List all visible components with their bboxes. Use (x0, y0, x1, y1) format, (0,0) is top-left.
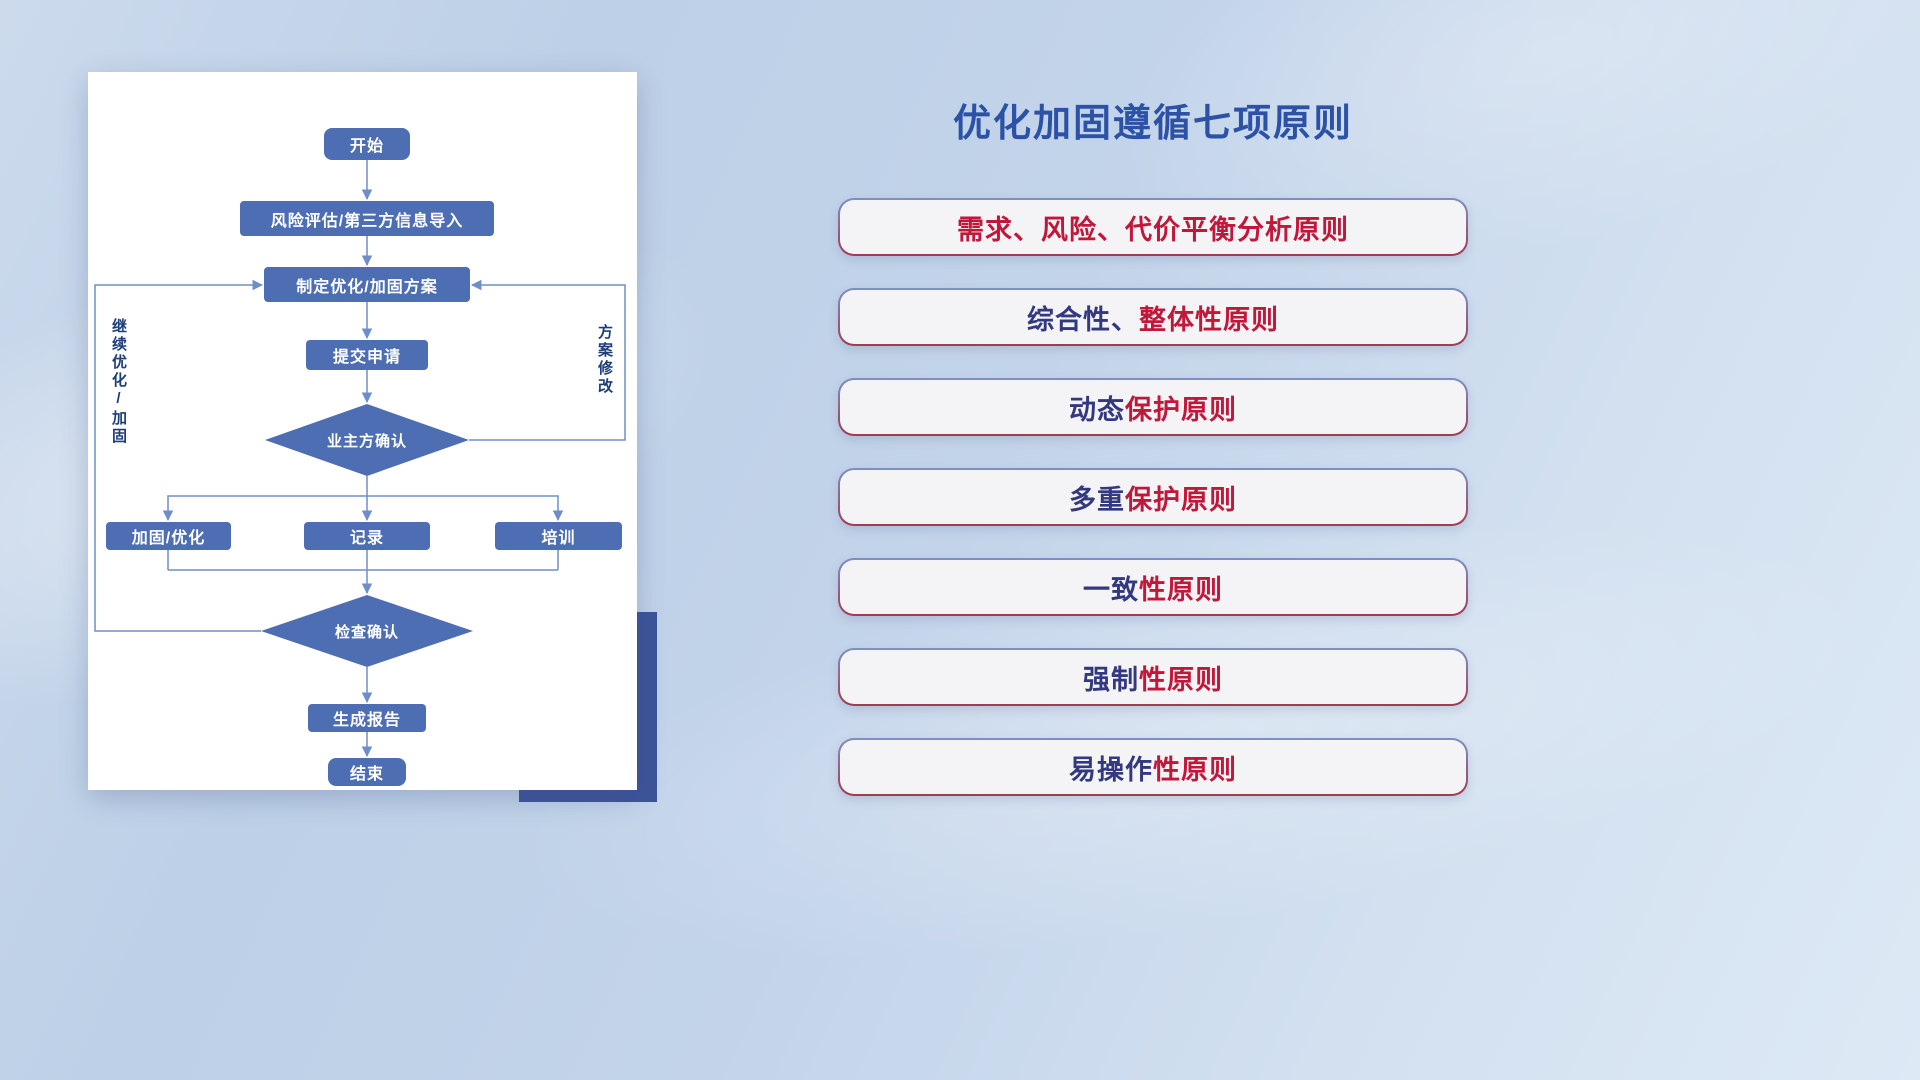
principle-pill-inner: 多重保护原则 (840, 470, 1466, 524)
flow-node-end: 结束 (328, 758, 406, 786)
flow-node-start: 开始 (324, 128, 410, 160)
principle-text-segment: 强制 (1083, 664, 1139, 695)
flow-connectors (94, 160, 626, 758)
principle-text-segment: 保护原则 (1125, 484, 1237, 515)
principle-pill: 动态保护原则 (838, 378, 1468, 436)
principle-pill: 强制性原则 (838, 648, 1468, 706)
principle-text-segment: 性原则 (1153, 754, 1237, 785)
principle-text-segment: 需求、风险、代价平衡分析原则 (957, 214, 1349, 245)
flow-node-make-plan: 制定优化/加固方案 (264, 267, 470, 302)
principle-text-segment: 多重 (1069, 484, 1125, 515)
edge-label-continue-optimize: 继续优化/加固 (110, 318, 127, 446)
principles-list: 需求、风险、代价平衡分析原则综合性、整体性原则动态保护原则多重保护原则一致性原则… (838, 198, 1468, 828)
principle-text-segment: 性原则 (1139, 574, 1223, 605)
flow-node-risk-import: 风险评估/第三方信息导入 (240, 201, 494, 236)
principle-pill-inner: 动态保护原则 (840, 380, 1466, 434)
principle-pill: 多重保护原则 (838, 468, 1468, 526)
principle-pill-inner: 强制性原则 (840, 650, 1466, 704)
edge-label-plan-revision: 方案修改 (596, 324, 613, 396)
principle-pill: 需求、风险、代价平衡分析原则 (838, 198, 1468, 256)
principle-text-segment: 整体性原则 (1139, 304, 1279, 335)
flow-node-record: 记录 (304, 522, 430, 550)
principle-pill: 易操作性原则 (838, 738, 1468, 796)
principle-text-segment: 一致 (1083, 574, 1139, 605)
principle-pill: 一致性原则 (838, 558, 1468, 616)
principles-title: 优化加固遵循七项原则 (952, 103, 1353, 145)
principle-text-segment: 保护原则 (1125, 394, 1237, 425)
principle-pill-inner: 综合性、整体性原则 (840, 290, 1466, 344)
principle-pill-inner: 需求、风险、代价平衡分析原则 (840, 200, 1466, 254)
flow-node-training: 培训 (495, 522, 622, 550)
flowchart-card: 开始 风险评估/第三方信息导入 制定优化/加固方案 提交申请 业主方确认 加固/… (88, 72, 637, 790)
flow-node-harden: 加固/优化 (106, 522, 231, 550)
principle-pill: 综合性、整体性原则 (838, 288, 1468, 346)
principle-pill-inner: 易操作性原则 (840, 740, 1466, 794)
flow-node-submit: 提交申请 (306, 340, 428, 370)
principle-text-segment: 综合性、 (1027, 304, 1139, 335)
principle-pill-inner: 一致性原则 (840, 560, 1466, 614)
flow-node-report: 生成报告 (308, 704, 426, 732)
principle-text-segment: 动态 (1069, 394, 1125, 425)
principle-text-segment: 易操作 (1069, 754, 1153, 785)
principle-text-segment: 性原则 (1139, 664, 1223, 695)
